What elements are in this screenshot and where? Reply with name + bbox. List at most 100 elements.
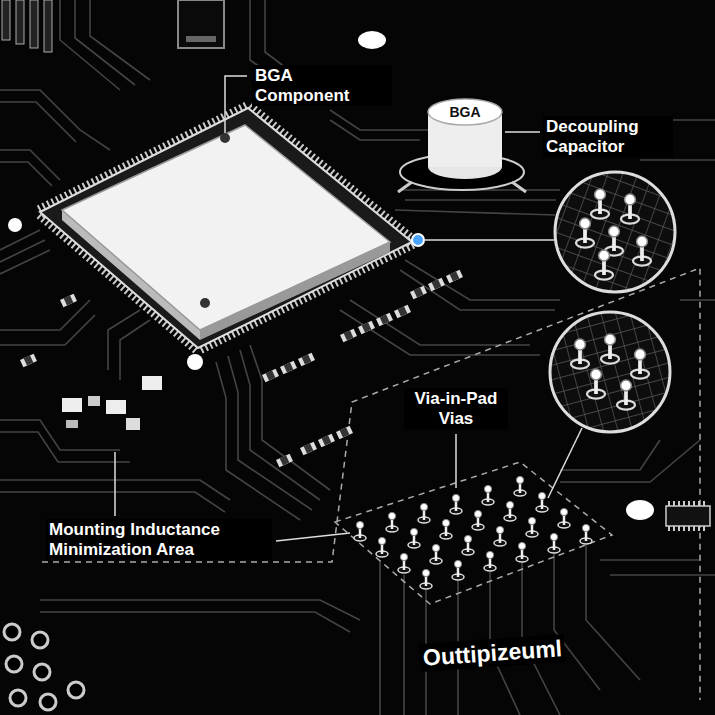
pcb-trace — [228, 356, 312, 510]
smd-cluster — [126, 418, 140, 430]
magnifier-lens — [550, 312, 670, 432]
pcb-trace — [560, 440, 700, 482]
pcb-trace — [0, 230, 40, 250]
part-label: Decoupling Capacitor — [543, 116, 673, 157]
magnifier-lens — [518, 139, 710, 467]
pcb-trace — [40, 612, 350, 632]
magnifier-lens — [571, 339, 589, 368]
magnifier-lens — [601, 334, 619, 363]
part-label: BGA Component — [252, 65, 392, 106]
via-array — [580, 524, 592, 544]
pcb-trace — [340, 310, 540, 355]
pcb-trace — [395, 210, 555, 215]
header-connector — [2, 0, 224, 52]
pcb-trace — [75, 0, 135, 85]
header-connector — [186, 36, 216, 42]
pcb-trace — [240, 350, 320, 500]
via-array — [516, 542, 528, 562]
magnifier-lens — [633, 236, 651, 265]
pcb-trace — [108, 310, 140, 370]
pcb-trace — [0, 250, 50, 274]
through-hole-pad — [10, 690, 26, 706]
magnifier-lens — [576, 218, 594, 247]
pcb-trace — [90, 0, 150, 80]
magnifier-lens — [587, 369, 605, 398]
magnifier-lens — [595, 250, 613, 279]
pcb-trace — [0, 162, 52, 186]
via-array — [376, 537, 388, 557]
mounting-hole — [187, 354, 203, 370]
decoupling-capacitor — [428, 99, 502, 125]
smd-cluster — [340, 329, 357, 343]
smd-cluster — [60, 294, 77, 308]
leader-line — [455, 434, 457, 488]
via-array — [418, 503, 430, 523]
through-hole-pad — [34, 664, 50, 680]
pcb-trace — [560, 440, 660, 470]
via-array — [354, 476, 592, 589]
pcb-trace — [600, 559, 700, 561]
bga-chip — [220, 133, 230, 143]
magnifier-lens — [591, 189, 609, 218]
magnifier-lens — [519, 283, 703, 467]
pcb-trace — [40, 600, 360, 620]
smd-cluster — [280, 361, 297, 375]
header-connector — [16, 0, 24, 44]
pcb-trace — [379, 560, 381, 715]
leader-line — [548, 428, 582, 498]
pcb-trace — [0, 492, 225, 512]
magnifier-lens — [555, 172, 675, 292]
part-label: Via-in-Pad Vias — [404, 388, 508, 429]
through-hole-pad — [40, 694, 56, 710]
smd-cluster — [446, 270, 463, 284]
smd-cluster — [276, 454, 293, 468]
mounting-hole — [626, 500, 654, 520]
via-array — [494, 526, 506, 546]
via-array — [452, 560, 464, 580]
via-array — [472, 510, 484, 530]
magnifier-lens — [518, 139, 710, 331]
decoupling-capacitor — [398, 182, 412, 192]
magnifier-lens — [617, 380, 635, 409]
smd-cluster — [300, 442, 317, 456]
dashed-region — [335, 462, 612, 604]
header-connector — [2, 0, 10, 40]
via-array — [462, 535, 474, 555]
via-array — [398, 553, 410, 573]
pcb-trace — [350, 300, 530, 345]
via-array — [504, 501, 516, 521]
through-hole-pad — [32, 632, 48, 648]
through-hole-pad — [4, 624, 84, 710]
magnifier-lens — [621, 194, 639, 223]
leader-line — [225, 76, 247, 133]
pcb-trace — [640, 159, 715, 161]
smd-cluster — [428, 278, 445, 292]
smd-cluster — [394, 305, 411, 319]
smd-cluster — [20, 354, 37, 368]
mounting-hole — [8, 31, 654, 520]
pcb-trace — [0, 90, 110, 150]
decoupling-capacitor — [512, 182, 526, 192]
pcb-trace — [400, 270, 555, 310]
through-hole-pad — [68, 682, 84, 698]
pcb-trace — [0, 300, 90, 330]
smd-cluster — [262, 369, 279, 383]
leader-line — [114, 452, 116, 516]
header-connector — [178, 0, 224, 48]
small-ic — [666, 505, 710, 527]
via-array — [558, 508, 570, 528]
pcb-trace — [330, 110, 440, 130]
via-array — [482, 485, 494, 505]
via-array — [408, 528, 420, 548]
capacitor-marking: BGA — [438, 104, 492, 120]
via-array — [526, 517, 538, 537]
leader-line — [276, 533, 350, 541]
bga-chip — [40, 108, 424, 348]
pcb-trace — [216, 362, 300, 520]
through-hole-pad — [6, 656, 22, 672]
via-array — [354, 521, 366, 541]
smd-cluster — [62, 398, 82, 412]
mounting-hole — [358, 31, 386, 49]
